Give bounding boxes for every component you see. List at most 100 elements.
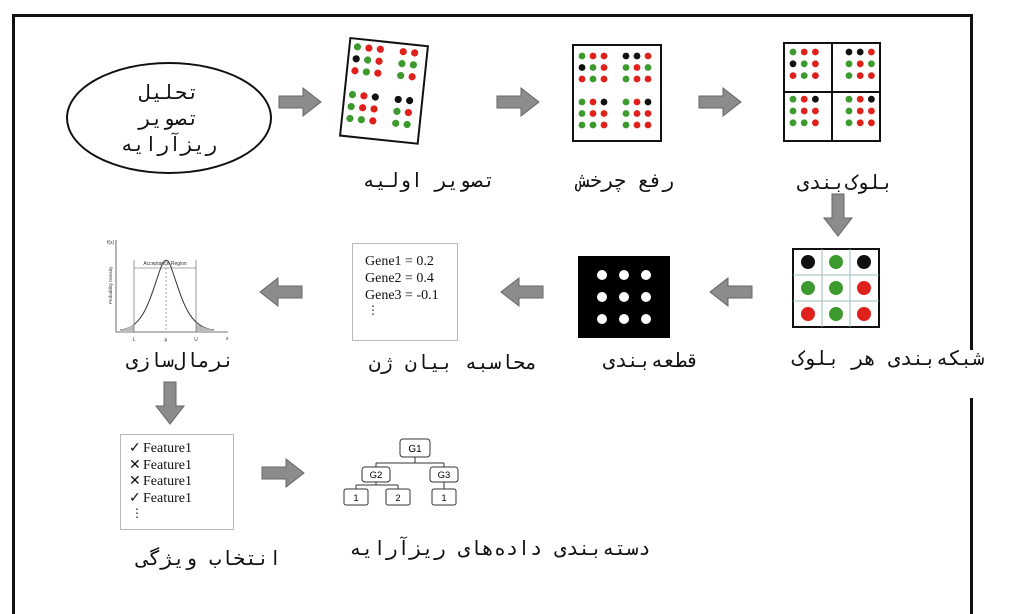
tree-node-label: G2: [370, 470, 383, 481]
microarray-spot: [365, 44, 373, 52]
x-tick-label: L: [133, 337, 136, 343]
microarray-spot: [622, 64, 630, 71]
microarray-spot: [812, 119, 819, 127]
microarray-spot: [845, 72, 853, 79]
initial-image: [338, 36, 430, 145]
y-symbol: f(x): [107, 240, 115, 246]
blocking-image: [783, 42, 881, 142]
label-feature-selection: انتخاب ویژگی: [136, 546, 282, 570]
feature-label: Feature1: [143, 457, 192, 473]
microarray-spot: [589, 64, 597, 71]
microarray-spot: [845, 60, 853, 68]
segmented-spot: [641, 292, 651, 302]
microarray-spot: [374, 69, 382, 77]
segmented-spot: [597, 314, 607, 324]
segmented-spot: [641, 314, 651, 324]
microarray-spot: [622, 98, 630, 106]
arrow-rotation-to-blocking: [698, 87, 742, 117]
tree-node-label: G1: [408, 444, 422, 455]
arrow-blocking-to-gridding: [823, 193, 853, 237]
blocking-spots: [789, 48, 875, 127]
microarray-spot: [376, 45, 384, 53]
microarray-spot: [600, 98, 608, 106]
feature-label: Feature1: [143, 474, 192, 489]
microarray-spot: [800, 107, 808, 115]
microarray-spot: [857, 307, 871, 321]
microarray-spot: [868, 60, 875, 68]
microarray-spot: [789, 107, 797, 115]
microarray-spot: [578, 110, 586, 117]
rotation-removed-image: [572, 44, 662, 142]
microarray-spot: [393, 107, 401, 115]
tree-node-child: G3: [429, 466, 459, 483]
tree-leaf: 1: [431, 488, 457, 506]
microarray-spot: [622, 121, 630, 129]
microarray-spot: [800, 60, 808, 68]
x-symbol: x: [226, 336, 229, 342]
microarray-spot: [856, 48, 864, 56]
microarray-spot: [364, 56, 372, 64]
feature-row: ✕Feature1: [129, 474, 233, 491]
feature-label: Feature1: [143, 490, 192, 506]
tree-leaf-label: 2: [395, 493, 400, 503]
check-icon: ✓: [129, 441, 141, 456]
microarray-spot: [403, 120, 411, 129]
tree-leaf: 1: [343, 488, 369, 506]
microarray-spot: [868, 72, 875, 79]
microarray-spot: [829, 307, 843, 321]
microarray-spot: [868, 48, 875, 56]
microarray-spot: [348, 91, 357, 99]
microarray-spot: [868, 107, 875, 115]
start-line-1: تحلیل: [138, 80, 200, 104]
microarray-spot: [789, 119, 797, 127]
feature-row: ✓Feature1: [129, 441, 233, 458]
segmentation-spots: [597, 270, 651, 324]
microarray-spot: [812, 107, 819, 115]
block-gridding-image: [792, 248, 880, 328]
start-oval: تحلیل تصویر ریزآرایه: [66, 62, 272, 174]
label-segmentation: قطعه‌بندی: [602, 348, 700, 372]
microarray-spot: [622, 75, 630, 83]
microarray-spot: [800, 48, 808, 56]
microarray-spot: [812, 72, 819, 79]
microarray-spot: [589, 52, 597, 60]
microarray-spot: [357, 116, 365, 124]
tree-node-root: G1: [399, 438, 431, 458]
microarray-spot: [359, 104, 367, 112]
microarray-spot: [600, 110, 608, 117]
microarray-spot: [589, 75, 597, 83]
microarray-spot: [633, 98, 641, 106]
expression-value: Gene3 = -0.1: [365, 288, 439, 303]
microarray-spot: [644, 64, 652, 71]
microarray-spot: [812, 48, 819, 56]
microarray-spot: [369, 117, 377, 125]
start-line-3: ریزآرایه: [120, 132, 218, 156]
microarray-spot: [411, 49, 419, 57]
feature-row: ✓Feature1: [129, 491, 233, 508]
tree-leaf: 2: [385, 488, 411, 506]
x-tick-label: U: [194, 337, 198, 343]
microarray-spot: [812, 95, 819, 103]
vertical-ellipsis: ⋮: [131, 506, 143, 520]
microarray-spot: [857, 281, 871, 295]
microarray-spot: [812, 60, 819, 68]
microarray-spot: [578, 52, 586, 60]
x-tick-label: μ: [165, 337, 168, 343]
segmented-spot: [641, 270, 651, 280]
microarray-spot: [856, 95, 864, 103]
microarray-spot: [856, 107, 864, 115]
segmented-spot: [597, 270, 607, 280]
microarray-spot: [600, 121, 608, 129]
microarray-spot: [789, 60, 797, 68]
expression-value: Gene2 = 0.4: [365, 271, 434, 286]
segmented-spot: [619, 270, 629, 280]
segmented-spot: [619, 292, 629, 302]
microarray-spot: [644, 110, 652, 117]
y-axis-label: Probability Density: [108, 266, 113, 304]
arrow-initial-to-rotation: [496, 87, 540, 117]
microarray-spot: [845, 95, 853, 103]
microarray-spot: [394, 95, 402, 104]
rotation-removed-spots: [578, 52, 652, 129]
microarray-spot: [600, 52, 608, 60]
check-icon: ✓: [129, 490, 141, 506]
